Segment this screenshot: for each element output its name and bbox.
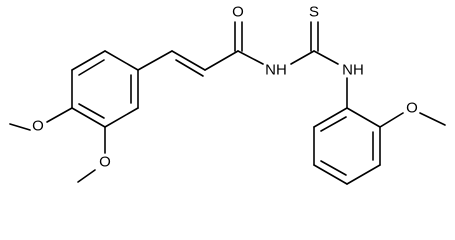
ring-bond xyxy=(313,107,348,128)
atom-nh-amide: NH xyxy=(265,62,287,79)
ring-bond xyxy=(313,164,348,185)
ring-inner-double-bond xyxy=(320,160,347,176)
vinyl-double-bond xyxy=(175,59,204,77)
ortho-methoxy-substituent xyxy=(379,112,446,128)
atom-s-thiocarbonyl: S xyxy=(309,4,319,21)
bond-o-meta-to-methyl xyxy=(77,169,96,183)
right-benzene-ring xyxy=(313,107,381,185)
ring-bond xyxy=(346,107,381,128)
bond-nh-to-thiocarbonyl xyxy=(290,50,315,65)
bond-o-ortho-to-methyl xyxy=(419,112,446,126)
atom-nh-aniline: NH xyxy=(342,62,364,79)
ring-bond xyxy=(104,50,139,71)
acryloyl-chain xyxy=(137,21,264,77)
bond-thiocarbonyl-to-nh xyxy=(313,50,339,65)
ring-bond xyxy=(104,107,139,128)
molecule-structure: O O O NH S NH O xyxy=(9,4,446,185)
ring-inner-double-bond xyxy=(78,59,105,76)
bond-o-para-to-methyl xyxy=(9,123,31,131)
ring-bond xyxy=(71,107,106,128)
thiourea-group xyxy=(290,21,348,109)
atom-o-methoxy-para: O xyxy=(32,118,44,135)
bond-ring-to-o-para xyxy=(46,107,73,123)
dimethoxy-substituents xyxy=(9,107,106,183)
atom-o-carbonyl: O xyxy=(232,4,244,21)
left-benzene-ring xyxy=(71,50,139,128)
atom-o-methoxy-meta: O xyxy=(99,154,111,171)
bond-ring-to-o-ortho xyxy=(379,112,404,128)
atom-o-methoxy-ortho: O xyxy=(406,100,418,117)
bond-vinyl-to-carbonyl xyxy=(204,50,239,71)
vinyl-double-bond xyxy=(171,50,206,71)
ring-inner-double-bond xyxy=(78,103,105,119)
atom-labels: O O O NH S NH O xyxy=(32,4,418,171)
bond-ring-to-vinyl xyxy=(137,50,173,71)
bond-carbonyl-to-nh xyxy=(237,50,264,65)
ring-inner-double-bond xyxy=(320,116,347,132)
ring-bond xyxy=(346,164,381,185)
ring-bond xyxy=(71,50,106,71)
